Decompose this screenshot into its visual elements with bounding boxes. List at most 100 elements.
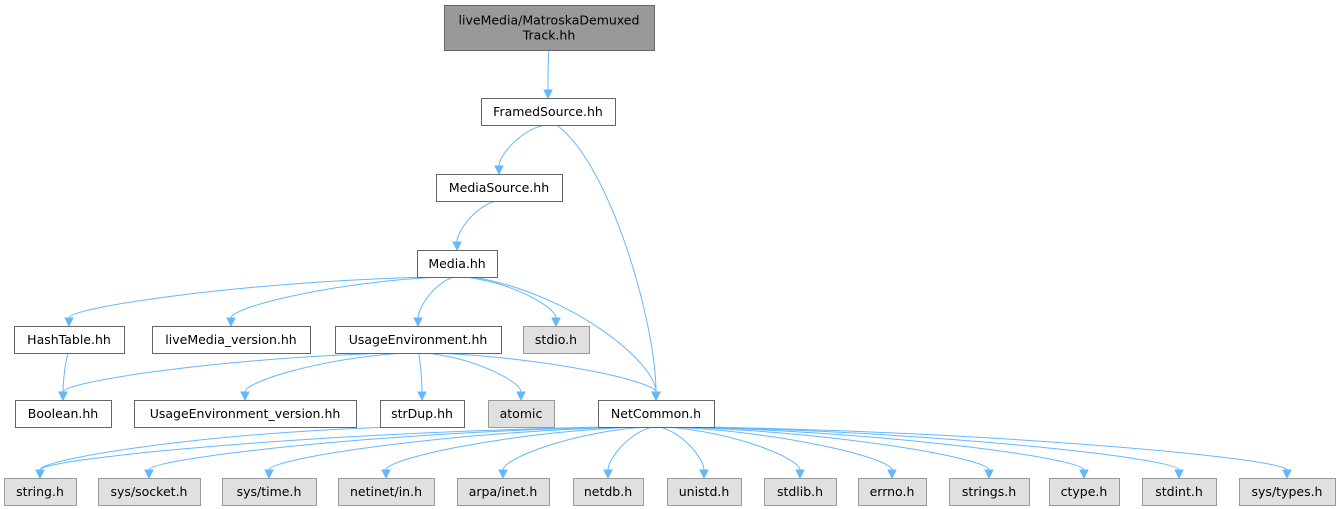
nodes-layer: liveMedia/MatroskaDemuxedTrack.hhFramedS… [4,5,1336,506]
node-label: strings.h [962,484,1016,499]
node-box [598,400,715,428]
node-box [481,98,616,126]
node-strings: strings.h [949,478,1030,506]
arrowhead [58,391,68,402]
edge-line [39,426,392,471]
arrowhead [699,469,709,480]
edge-line [547,49,550,91]
arrowhead [651,391,661,402]
edge-netcommon-to-netdb [603,426,653,480]
node-boolean[interactable]: Boolean.hh [15,400,112,428]
edge-netcommon-to-stdint [697,426,1184,480]
node-errno: errno.h [858,478,927,506]
arrowhead [381,469,391,480]
edge-line [706,426,1288,471]
node-label: errno.h [870,484,915,499]
node-box [457,478,550,506]
edge-line [148,426,616,471]
edge-usageenv-to-usageenv_version [240,352,405,402]
edge-line [667,426,801,471]
node-label: Track.hh [522,28,576,43]
node-label: netdb.h [584,484,632,499]
edge-line [674,426,893,471]
node-ctype: ctype.h [1049,478,1120,506]
node-hashtable[interactable]: HashTable.hh [14,326,125,354]
edge-line [556,124,657,393]
arrowhead [413,317,423,328]
node-label: liveMedia/MatroskaDemuxed [459,13,640,28]
edge-line [472,276,657,393]
arrowhead [1282,469,1292,480]
node-label: atomic [500,406,543,421]
node-stdio: stdio.h [523,326,590,354]
arrowhead [795,469,805,480]
node-unistd: unistd.h [667,478,742,506]
node-netcommon[interactable]: NetCommon.h [598,400,715,428]
node-label: sys/time.h [237,484,302,499]
node-framedsource[interactable]: FramedSource.hh [481,98,616,126]
node-box [380,400,465,428]
node-label: UsageEnvironment.hh [349,332,488,347]
node-label: sys/socket.h [111,484,188,499]
node-label: UsageEnvironment_version.hh [150,406,341,421]
arrowhead [264,469,274,480]
node-netdb: netdb.h [573,478,644,506]
node-box [764,478,837,506]
node-box [4,478,77,506]
node-box [417,250,498,278]
edge-netcommon-to-sys_types [706,426,1292,480]
node-box [134,400,357,428]
node-strdup[interactable]: strDup.hh [380,400,465,428]
arrowhead [240,391,250,402]
edge-line [39,426,607,471]
node-usageenv[interactable]: UsageEnvironment.hh [335,326,502,354]
node-usageenv-version[interactable]: UsageEnvironment_version.hh [134,400,357,428]
edge-line [268,426,626,471]
edge-media-to-hashtable [64,276,426,328]
edge-line [244,352,405,393]
node-box [338,478,435,506]
edge-media-to-usageenv [413,276,455,328]
edge-line [62,352,390,393]
node-label: unistd.h [679,484,730,499]
node-string-h: string.h [4,478,77,506]
node-box [98,478,201,506]
edges-layer [35,49,1292,480]
arrowhead [226,317,236,328]
edge-media-to-livemedia_version [226,276,439,328]
edge-line [464,276,557,319]
arrowhead [603,469,613,480]
edge-netcommon-to-sys_socket [144,426,616,480]
arrowhead [494,165,504,176]
arrowhead [1079,469,1089,480]
node-mediasource[interactable]: MediaSource.hh [436,174,563,202]
node-box [14,326,125,354]
node-sys-types: sys/types.h [1239,478,1336,506]
edge-netcommon-to-unistd [659,426,709,480]
arrowhead [452,241,462,252]
node-box [15,400,112,428]
edge-usageenv-to-atomic [426,352,526,402]
node-media[interactable]: Media.hh [417,250,498,278]
node-livemedia-version[interactable]: liveMedia_version.hh [152,326,311,354]
node-label: string.h [16,484,64,499]
edge-line [682,426,990,471]
node-label: Boolean.hh [28,406,98,421]
edge-line [697,426,1180,471]
node-box [1049,478,1120,506]
node-label: arpa/inet.h [469,484,538,499]
edge-media-to-stdio [464,276,561,328]
node-box [858,478,927,506]
edge-line [68,276,426,319]
edge-line [417,276,455,319]
edge-line [385,426,635,471]
arrowhead [1174,469,1184,480]
edge-line [437,352,657,393]
edge-line [690,426,1085,471]
edge-line [498,124,545,167]
node-box [1239,478,1336,506]
node-label: netinet/in.h [350,484,422,499]
node-box [523,326,590,354]
edge-netcommon-to-strings [682,426,994,480]
